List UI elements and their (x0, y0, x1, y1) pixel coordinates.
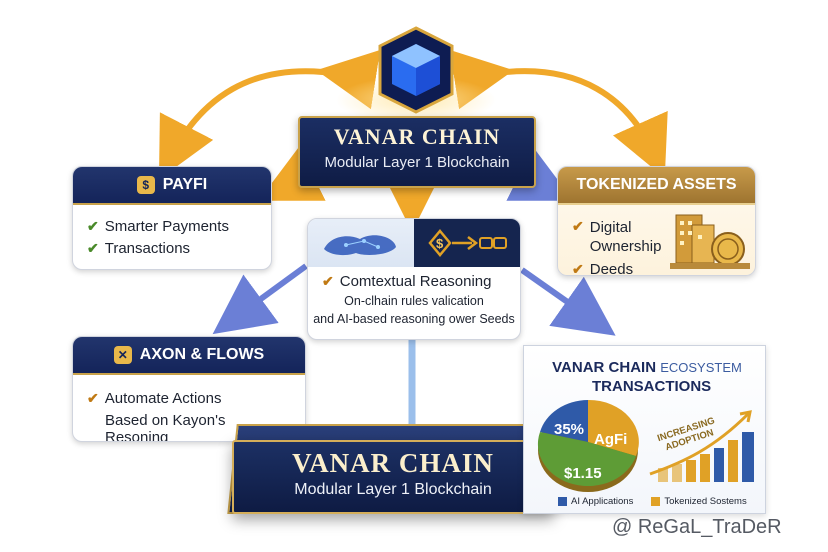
ecosystem-legend: AI Applications Tokenized Sostems (558, 496, 747, 507)
contextual-reasoning-card: $ ✔ Comtextual Reasoning On-clhain rules… (307, 218, 521, 340)
top-title-banner: VANAR CHAIN Modular Layer 1 Blockchain (298, 116, 536, 188)
reasoning-line-1: On-clhain rules valication (344, 294, 484, 308)
axon-item: ✔Automate Actions (87, 390, 222, 407)
legend-item: Tokenized Sostems (651, 496, 747, 507)
brain-icon (308, 219, 414, 267)
axon-header: ✕ AXON & FLOWS (73, 337, 305, 375)
tokenized-title: TOKENIZED ASSETS (576, 176, 737, 193)
building-coin-icon (670, 214, 750, 269)
check-icon: ✔ (572, 218, 584, 234)
pie-label-percent: 35% (554, 421, 584, 438)
arrow-to-axon (212, 263, 308, 335)
platform-banner: VANAR CHAIN Modular Layer 1 Blockchain (232, 440, 554, 514)
payfi-header: $ PAYFI (73, 167, 271, 205)
check-icon: ✔ (572, 261, 584, 276)
reasoning-line-2: and AI-based reasoning ower Seeds (313, 312, 515, 326)
tokenized-assets-card: TOKENIZED ASSETS ✔Digital Ownership ✔Dee… (557, 166, 756, 276)
pie-slice-blue (540, 400, 588, 442)
legend-item: AI Applications (558, 496, 633, 507)
arrow-to-payfi (258, 147, 326, 201)
blockchain-cube-icon (378, 26, 454, 114)
payfi-item: ✔Transactions (87, 240, 191, 257)
axon-item-detail: Based on Kayon's Resoning (105, 412, 226, 442)
arc-arrow-left (158, 49, 381, 180)
payfi-title: PAYFI (162, 176, 208, 193)
platform-title: VANAR CHAIN (292, 448, 494, 478)
dollar-icon: $ (136, 176, 155, 194)
reasoning-heading: ✔ Comtextual Reasoning (322, 273, 492, 290)
axon-icon: ✕ (113, 346, 132, 364)
watermark: @ ReGaL_TraDeR (612, 516, 782, 538)
growth-bars (649, 410, 754, 482)
dollar-chain-icon: $ (414, 219, 520, 267)
ecosystem-title: VANAR CHAIN ECOSYSTEM TRANSACTIONS (552, 359, 742, 395)
top-title: VANAR CHAIN (333, 124, 501, 149)
pie-slice-gold (588, 399, 639, 456)
pie-label-amount: $1.15 (564, 465, 602, 482)
platform-subtitle: Modular Layer 1 Blockchain (294, 481, 492, 498)
check-icon: ✔ (322, 273, 334, 289)
tokenized-item: ✔Digital Ownership (572, 218, 662, 255)
ecosystem-panel: VANAR CHAIN ECOSYSTEM TRANSACTIONS 35% A… (523, 345, 766, 514)
tokenized-item: ✔Deeds (572, 261, 634, 276)
check-icon: ✔ (87, 390, 99, 406)
top-subtitle: Modular Layer 1 Blockchain (324, 154, 510, 171)
ecosystem-pie-chart: 35% AgFi $1.15 (537, 399, 639, 492)
check-icon: ✔ (87, 240, 99, 256)
trend-arrow-icon (649, 412, 750, 476)
axon-title: AXON & FLOWS (139, 346, 265, 363)
svg-text:$: $ (436, 236, 444, 251)
pie-slice-green (537, 432, 636, 487)
pie-label-agfi: AgFi (594, 431, 627, 448)
check-icon: ✔ (87, 218, 99, 234)
payfi-item: ✔Smarter Payments (87, 218, 229, 235)
payfi-card: $ PAYFI ✔Smarter Payments ✔Transactions (72, 166, 272, 270)
arc-arrow-right (449, 49, 668, 178)
arrow-to-ecosystem (520, 267, 616, 336)
tokenized-header: TOKENIZED ASSETS (558, 167, 755, 205)
